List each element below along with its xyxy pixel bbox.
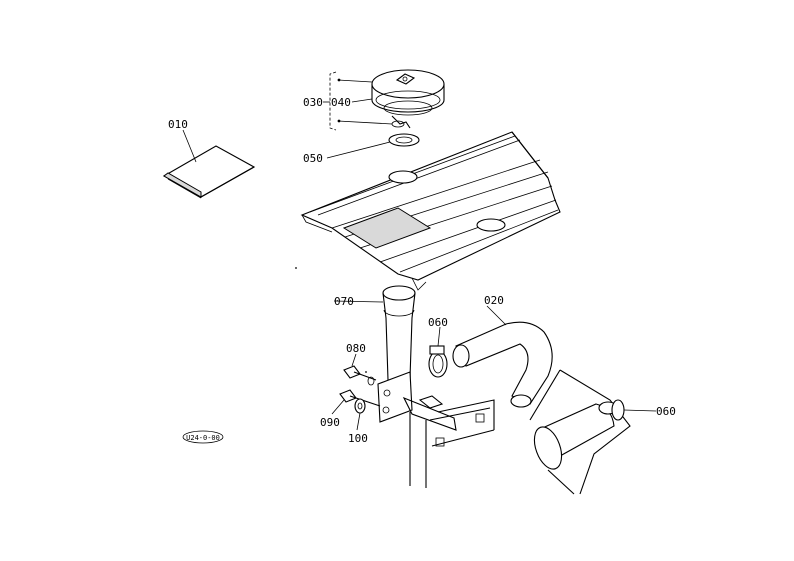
part-manual — [162, 129, 256, 199]
part-air-cleaner-cap — [371, 69, 445, 129]
part-bracket — [377, 371, 495, 488]
part-muffler — [529, 369, 631, 495]
callout-040: 040 — [331, 96, 351, 109]
part-bolt-080 — [343, 353, 377, 386]
part-hood-panel — [300, 131, 561, 291]
callout-bracket — [329, 71, 393, 131]
part-bolt-090 — [331, 389, 381, 415]
callout-030: 030 — [303, 96, 323, 109]
callout-010: 010 — [168, 118, 188, 131]
callout-080: 080 — [346, 342, 366, 355]
part-pipe — [333, 285, 416, 381]
callout-050: 050 — [303, 152, 323, 165]
callout-100: 100 — [348, 432, 368, 445]
part-washer-100 — [354, 398, 366, 431]
callout-060-lower: 060 — [656, 405, 676, 418]
callout-060-upper: 060 — [428, 316, 448, 329]
part-elbow-hose — [452, 305, 553, 408]
callout-070: 070 — [334, 295, 354, 308]
part-hose-clamp-2 — [611, 399, 657, 421]
stamp-text: U24-0-00 — [186, 434, 220, 442]
callout-020: 020 — [484, 294, 504, 307]
part-hose-clamp — [428, 326, 448, 378]
part-gasket — [326, 133, 420, 159]
stamp: U24-0-00 — [182, 430, 224, 444]
callout-090: 090 — [320, 416, 340, 429]
